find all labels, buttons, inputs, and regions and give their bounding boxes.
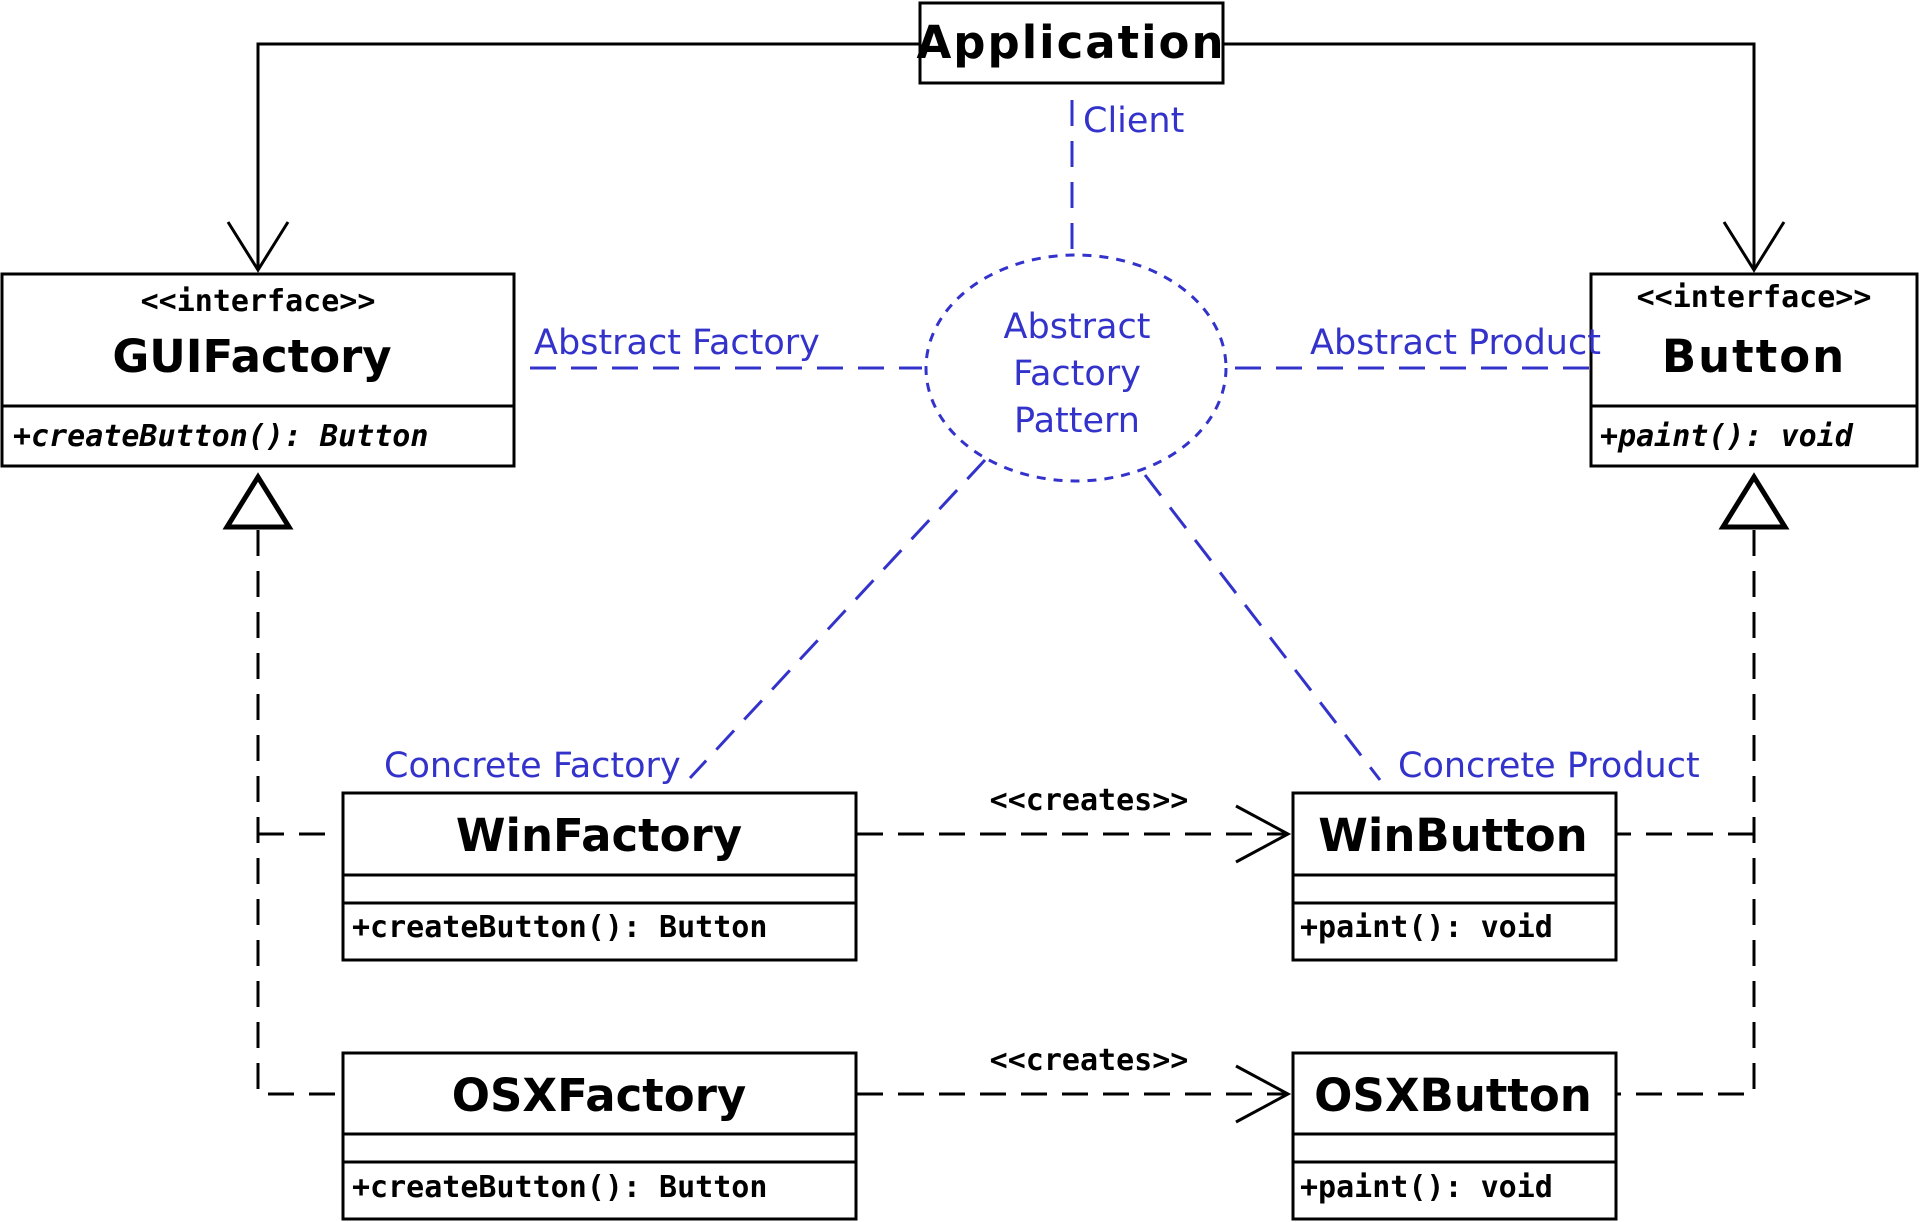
guifactory-method: +createButton(): Button xyxy=(13,419,428,454)
osxfactory-class: OSXFactory +createButton(): Button xyxy=(341,1051,858,1221)
realization-triangle-guifactory xyxy=(222,472,294,530)
creates-dependencies: <<creates>> <<creates>> xyxy=(857,783,1292,1124)
winbutton-title: WinButton xyxy=(1318,809,1587,862)
concrete-factory-connector xyxy=(688,458,987,780)
concrete-product-label: Concrete Product xyxy=(1398,746,1700,786)
osx-creates-label: <<creates>> xyxy=(990,1043,1189,1078)
concrete-factory-label: Concrete Factory xyxy=(384,746,681,786)
osxbutton-title: OSXButton xyxy=(1314,1069,1592,1122)
realization-osxbutton xyxy=(1616,530,1756,1096)
pattern-label-line1: Abstract xyxy=(1004,307,1151,347)
application-associations xyxy=(226,42,1786,273)
winfactory-method: +createButton(): Button xyxy=(352,910,767,945)
guifactory-class: <<interface>> GUIFactory +createButton()… xyxy=(0,272,516,468)
button-class: <<interface>> Button +paint(): void xyxy=(1589,272,1919,468)
concrete-product-connector xyxy=(1143,474,1382,781)
winfactory-title: WinFactory xyxy=(456,809,742,862)
association-arrowhead-button xyxy=(1722,221,1786,273)
win-creates-label: <<creates>> xyxy=(990,783,1189,818)
guifactory-title: GUIFactory xyxy=(112,330,391,383)
association-to-guifactory xyxy=(256,42,920,270)
application-class: Application xyxy=(916,1,1225,85)
pattern-label-line2: Factory xyxy=(1013,354,1141,394)
osxfactory-method: +createButton(): Button xyxy=(352,1170,767,1205)
realization-osxfactory xyxy=(256,530,340,1096)
application-title: Application xyxy=(916,16,1225,69)
dependency-arrowhead-win xyxy=(1235,804,1292,864)
abstract-factory-label: Abstract Factory xyxy=(534,323,820,363)
osxbutton-method: +paint(): void xyxy=(1300,1170,1553,1205)
osxfactory-title: OSXFactory xyxy=(452,1069,746,1122)
realization-triangle-button xyxy=(1718,472,1790,530)
pattern-label-line3: Pattern xyxy=(1014,401,1140,441)
abstract-product-label: Abstract Product xyxy=(1310,323,1601,363)
osxbutton-class: OSXButton +paint(): void xyxy=(1291,1051,1618,1221)
winfactory-class: WinFactory +createButton(): Button xyxy=(341,791,858,962)
winbutton-class: WinButton +paint(): void xyxy=(1291,791,1618,962)
button-title: Button xyxy=(1662,330,1846,383)
winbutton-method: +paint(): void xyxy=(1300,910,1553,945)
button-method: +paint(): void xyxy=(1600,419,1854,454)
pattern-annotation xyxy=(530,100,1590,781)
button-stereotype: <<interface>> xyxy=(1637,280,1872,315)
annotation-labels: Client Abstract Factory Abstract Product… xyxy=(384,101,1700,786)
guifactory-stereotype: <<interface>> xyxy=(141,284,376,319)
realizations xyxy=(222,472,1790,1096)
association-arrowhead-guifactory xyxy=(226,221,290,273)
dependency-arrowhead-osx xyxy=(1235,1064,1292,1124)
association-to-button xyxy=(1223,42,1756,270)
pattern-ellipse xyxy=(924,253,1228,483)
client-label: Client xyxy=(1083,101,1184,141)
